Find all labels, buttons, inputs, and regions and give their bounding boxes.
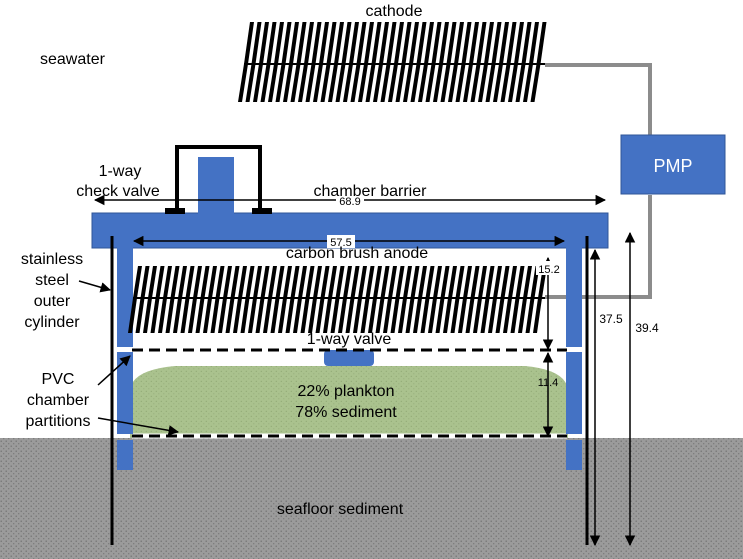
check-valve-foot-left bbox=[165, 208, 185, 214]
pvc-label-3: partitions bbox=[26, 413, 91, 430]
pvc-label-2: chamber bbox=[27, 392, 90, 409]
stainless-label-4: cylinder bbox=[24, 314, 80, 331]
one-way-valve-label: 1-way valve bbox=[307, 331, 392, 348]
dim-total-height-label: 39.4 bbox=[635, 321, 659, 335]
pmp-box bbox=[620, 134, 726, 195]
pvc-label-1: PVC bbox=[42, 371, 75, 388]
anode-brush bbox=[128, 266, 547, 333]
pmp-label: PMP bbox=[653, 156, 692, 176]
plankton-sediment-mix bbox=[130, 366, 568, 438]
pvc-pointer-upper bbox=[97, 355, 131, 386]
pvc-pointer-lower bbox=[97, 417, 180, 436]
carbon-brush-anode-label: carbon brush anode bbox=[286, 245, 428, 262]
right-wall-upper bbox=[566, 247, 582, 347]
check-valve-label-1: 1-way bbox=[99, 163, 142, 180]
seafloor-sediment-label: seafloor sediment bbox=[277, 501, 404, 518]
right-wall-middle bbox=[566, 352, 582, 434]
stainless-label-1: stainless bbox=[21, 251, 83, 268]
left-wall-lower bbox=[117, 440, 133, 470]
dim-inner-height-label: 37.5 bbox=[599, 312, 623, 326]
dim-barrier-width-label: 68.9 bbox=[339, 196, 360, 208]
chamber-barrier-label: chamber barrier bbox=[314, 183, 428, 200]
one-way-valve-body bbox=[324, 350, 374, 366]
check-valve-label-2: check valve bbox=[76, 183, 160, 200]
check-valve-foot-right bbox=[252, 208, 272, 214]
check-valve-pipe bbox=[198, 157, 234, 214]
dim-anode-width-label: 57.5 bbox=[330, 237, 351, 249]
mix-label-2: 78% sediment bbox=[295, 404, 397, 421]
left-wall-middle bbox=[117, 352, 133, 434]
stainless-label-2: steel bbox=[35, 272, 69, 289]
cathode-wire bbox=[545, 63, 652, 135]
stainless-label-3: outer bbox=[34, 293, 71, 310]
dim-anode-height-label: 15.2 bbox=[538, 264, 559, 276]
cathode-label: cathode bbox=[366, 3, 423, 20]
left-wall-upper bbox=[117, 247, 133, 347]
mix-label-1: 22% plankton bbox=[298, 383, 395, 400]
check-valve-frame bbox=[175, 145, 262, 214]
cathode-brush bbox=[238, 22, 547, 102]
seawater-label: seawater bbox=[40, 51, 106, 68]
stainless-pointer bbox=[78, 280, 112, 293]
right-wall-lower bbox=[566, 440, 582, 470]
dim-mix-height-label: 11.4 bbox=[538, 377, 559, 389]
